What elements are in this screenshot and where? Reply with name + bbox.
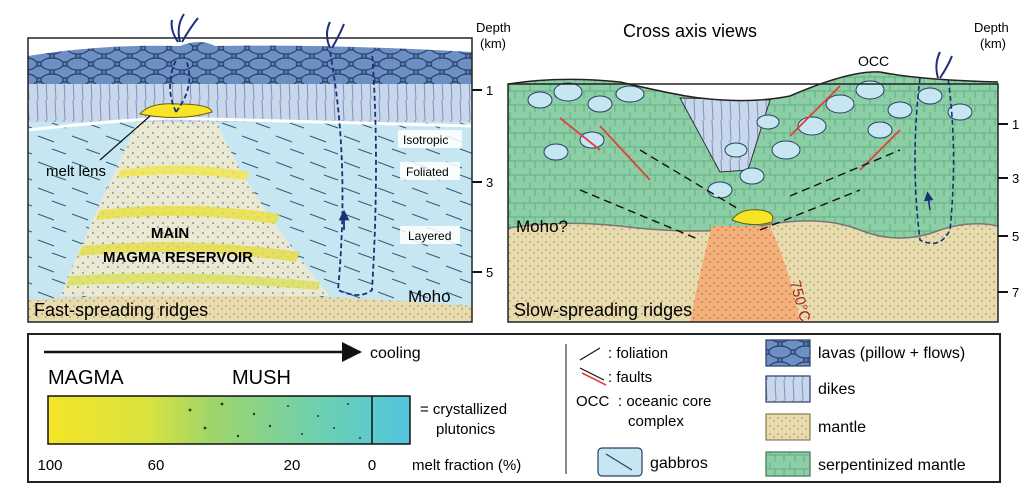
right-panel-title: Cross axis views — [623, 21, 757, 41]
mush-label: MUSH — [232, 367, 291, 389]
fault-symbol — [579, 367, 605, 381]
cooling-label: cooling — [370, 345, 421, 362]
right-panel-frame — [507, 83, 999, 323]
melt-fraction-tick: 100 — [37, 457, 62, 474]
occ-definition-line1: : oceanic core — [618, 393, 711, 410]
left-panel-caption: Fast-spreading ridges — [34, 300, 208, 320]
mantle-layer — [28, 294, 472, 322]
right-depth-tick: 5 — [1012, 229, 1019, 244]
zone-label-layered: Layered — [408, 229, 451, 243]
slow-spreading-panel: Cross axis views — [507, 20, 1019, 324]
left-panel-frame — [27, 37, 473, 323]
melt-lens-label: melt lens — [46, 163, 106, 180]
melt-fraction-tick: 60 — [148, 457, 165, 474]
zone-label-foliated: Foliated — [406, 165, 449, 179]
right-depth-axis — [998, 123, 1008, 293]
foliation-label: : foliation — [608, 345, 668, 362]
serpentinized-label: serpentinized mantle — [818, 457, 966, 474]
melt-fraction-tick: 0 — [368, 457, 376, 474]
melt-fraction-bar — [47, 395, 411, 445]
left-moho-label: Moho — [408, 287, 451, 306]
lavas-label: lavas (pillow + flows) — [818, 345, 965, 362]
right-panel-caption: Slow-spreading ridges — [514, 300, 692, 320]
melt-fraction-tick: 20 — [284, 457, 301, 474]
left-depth-tick: 3 — [486, 175, 493, 190]
gabbros-label: gabbros — [650, 455, 708, 472]
serpentinized-swatch — [765, 451, 811, 477]
right-depth-tick: 3 — [1012, 171, 1019, 186]
fast-spreading-panel: Depth (km) 1 3 5 Isotropic Foliated Laye… — [27, 13, 511, 323]
dikes-swatch — [765, 375, 811, 403]
left-depth-axis — [472, 89, 482, 273]
magma-label: MAGMA — [48, 367, 124, 389]
reservoir-label-line2: MAGMA RESERVOIR — [103, 249, 253, 266]
hydrothermal-vent-icon — [935, 51, 953, 79]
mantle-upwelling — [690, 226, 800, 322]
lavas-swatch — [765, 339, 811, 367]
left-depth-unit: (km) — [480, 36, 506, 51]
legend: cooling MAGMA MUSH = crystallized pluton… — [27, 333, 1001, 483]
dikes-label: dikes — [818, 381, 855, 398]
dike-layer — [28, 80, 472, 122]
foliation-symbol — [579, 347, 601, 361]
left-depth-tick: 5 — [486, 265, 493, 280]
occ-abbr: OCC — [576, 393, 610, 410]
right-moho-label: Moho? — [516, 217, 568, 236]
reservoir-label-line1: MAIN — [151, 225, 189, 242]
hydrothermal-vent-icon — [170, 13, 199, 43]
mush-texture — [188, 402, 361, 439]
zone-label-isotropic: Isotropic — [403, 133, 448, 147]
right-depth-unit: (km) — [980, 36, 1006, 51]
right-depth-tick: 1 — [1012, 117, 1019, 132]
left-depth-tick: 1 — [486, 83, 493, 98]
right-depth-title: Depth — [974, 20, 1009, 35]
right-melt-lens — [731, 209, 774, 226]
right-lava-surface — [508, 60, 998, 101]
occ-label: OCC — [858, 53, 889, 69]
hydrothermal-vent-icon — [326, 21, 345, 49]
mantle-label: mantle — [818, 419, 866, 436]
faults-label: : faults — [608, 369, 652, 386]
crystallized-label-line1: = crystallized — [420, 401, 507, 418]
melt-fraction-label: melt fraction (%) — [412, 457, 521, 474]
lava-layer — [28, 42, 472, 84]
mantle-swatch — [765, 413, 811, 441]
crystallized-label-line2: plutonics — [436, 421, 495, 438]
left-depth-title: Depth — [476, 20, 511, 35]
right-depth-tick: 7 — [1012, 285, 1019, 300]
occ-definition-line2: complex — [628, 413, 684, 430]
